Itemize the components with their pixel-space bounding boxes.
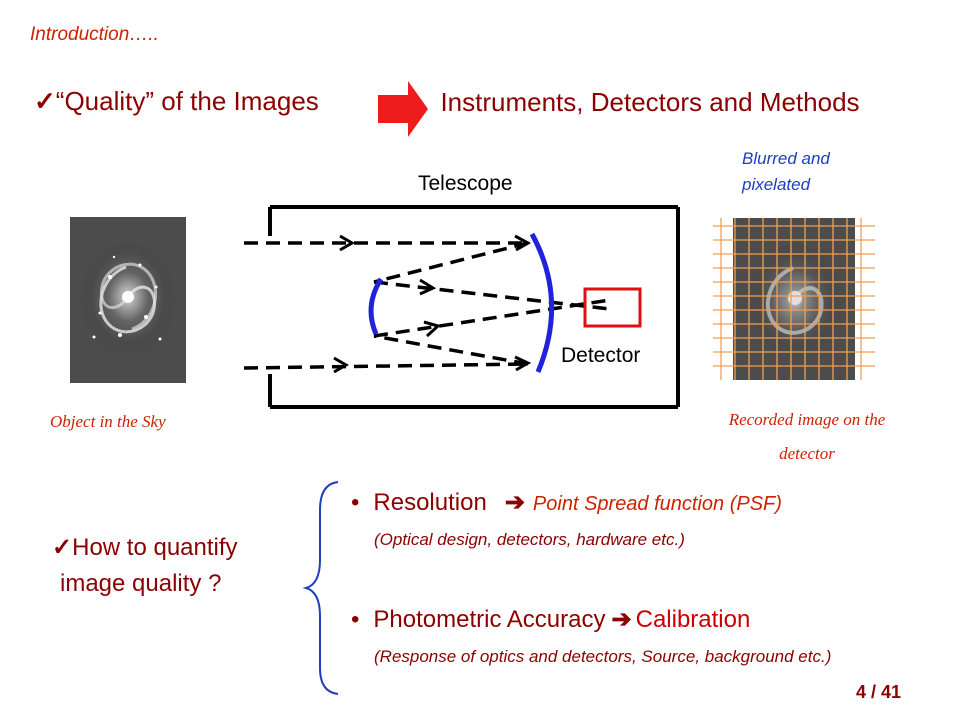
checkmark-icon: ✓	[34, 86, 56, 116]
resolution-note: (Optical design, detectors, hardware etc…	[374, 530, 685, 549]
quality-heading: ✓“Quality” of the Images	[34, 86, 319, 117]
psf-label: Point Spread function (PSF)	[532, 493, 782, 515]
arrow-icon: ➔	[504, 489, 525, 516]
secondary-mirror	[368, 277, 384, 335]
bullet-icon: •	[351, 489, 360, 516]
photometric-label: Photometric Accuracy	[373, 606, 606, 633]
resolution-item: • Resolution ➔ Point Spread function (PSF)	[351, 488, 782, 517]
quantify-line-2: image quality ?	[60, 570, 222, 597]
bullet-icon: •	[351, 606, 360, 633]
section-intro-label: Introduction…..	[30, 24, 159, 45]
recorded-label: Recorded image on the detector	[728, 410, 886, 463]
arrowheads	[333, 234, 532, 374]
quantify-question: ✓How to quantify image quality ?	[52, 530, 238, 602]
telescope-tube	[268, 205, 680, 409]
light-rays	[243, 241, 611, 370]
quality-text: “Quality” of the Images	[55, 86, 319, 116]
recorded-image	[713, 218, 875, 380]
detector-label: Detector	[561, 344, 641, 367]
arrow-icon: ➔	[611, 606, 632, 633]
instruments-heading: Instruments, Detectors and Methods	[440, 87, 860, 117]
calibration-label: Calibration	[635, 606, 751, 633]
page-number: 4 / 41	[856, 682, 902, 702]
curly-brace	[302, 481, 339, 695]
detector-box	[583, 287, 642, 328]
quantify-line-1: How to quantify	[72, 534, 238, 561]
resolution-label: Resolution	[373, 489, 487, 516]
primary-mirror	[529, 232, 555, 373]
right-arrow-icon	[378, 81, 428, 137]
object-label: Object in the Sky	[50, 412, 166, 431]
telescope-label: Telescope	[418, 172, 513, 195]
photometric-item: • Photometric Accuracy➔Calibration	[351, 605, 750, 634]
blurred-label: Blurred and pixelated	[742, 149, 830, 194]
galaxy-image	[70, 217, 186, 383]
photometric-note: (Response of optics and detectors, Sourc…	[374, 647, 832, 666]
checkmark-icon: ✓	[52, 534, 73, 561]
